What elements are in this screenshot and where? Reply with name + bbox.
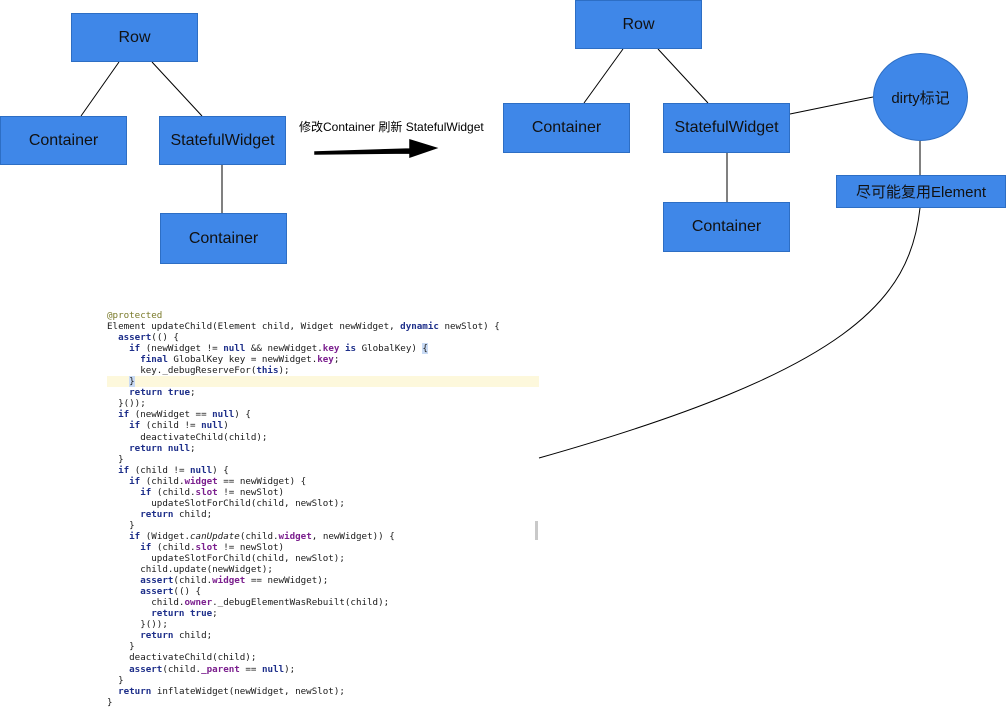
code-line: if (newWidget == null) {	[118, 409, 251, 421]
code-line: deactivateChild(child);	[107, 652, 257, 664]
right-child-container-node: Container	[663, 202, 790, 252]
code-line: assert(child.widget == newWidget);	[140, 575, 329, 587]
code-line: return true;	[151, 608, 218, 620]
dirty-mark-node: dirty标记	[873, 53, 968, 141]
edge-row-stateful-left	[151, 61, 203, 117]
edge-row-stateful-right	[657, 48, 709, 104]
code-line: assert(() {	[118, 332, 179, 344]
code-line: if (child.widget == newWidget) {	[129, 475, 307, 487]
code-line: }	[107, 696, 113, 708]
code-line: updateSlotForChild(child, newSlot);	[107, 497, 345, 509]
code-line: if (Widget.canUpdate(child.widget, newWi…	[129, 530, 395, 542]
code-line: assert(() {	[140, 586, 202, 598]
code-line: updateSlotForChild(child, newSlot);	[107, 553, 345, 565]
code-line: return child;	[140, 508, 213, 520]
code-line: if (child != null) {	[118, 464, 229, 476]
code-line: }	[107, 519, 135, 531]
code-line: child.update(newWidget);	[107, 564, 273, 576]
edge-dirty-stateful	[789, 96, 874, 115]
code-line: return inflateWidget(newWidget, newSlot)…	[118, 685, 345, 697]
left-child-container-node: Container	[160, 213, 287, 264]
transform-label: 修改Container 刷新 StatefulWidget	[299, 120, 484, 134]
code-line: }());	[107, 619, 168, 631]
code-line: key._debugReserveFor(this);	[107, 365, 290, 377]
code-line: return null;	[129, 442, 196, 454]
right-row-node: Row	[575, 0, 702, 49]
right-container-node: Container	[503, 103, 630, 153]
code-line: if (newWidget != null && newWidget.key i…	[129, 343, 428, 355]
code-line: }	[107, 641, 135, 653]
edge-reuse-to-code	[538, 207, 921, 459]
transform-arrow	[314, 138, 439, 159]
code-line: if (child != null)	[129, 420, 229, 432]
reuse-element-node: 尽可能复用Element	[836, 175, 1006, 208]
code-line: }	[107, 674, 124, 686]
code-line: deactivateChild(child);	[107, 431, 268, 443]
edge-row-container-right	[583, 48, 624, 104]
code-line: assert(child._parent == null);	[129, 663, 296, 675]
code-line: }	[107, 453, 124, 465]
code-line: if (child.slot != newSlot)	[140, 486, 285, 498]
code-line: return child;	[140, 630, 213, 642]
code-line: }	[107, 376, 539, 388]
left-row-node: Row	[71, 13, 198, 62]
left-container-node: Container	[0, 116, 127, 165]
code-line: final GlobalKey key = newWidget.key;	[140, 354, 340, 366]
code-line: @protected	[107, 310, 163, 321]
code-line: if (child.slot != newSlot)	[140, 541, 285, 553]
left-stateful-widget-node: StatefulWidget	[159, 116, 286, 165]
code-line: }());	[107, 398, 146, 410]
code-line: return true;	[129, 387, 196, 399]
edge-row-container-left	[80, 61, 120, 117]
code-line: Element updateChild(Element child, Widge…	[107, 321, 500, 333]
right-stateful-widget-node: StatefulWidget	[663, 103, 790, 153]
code-line: child.owner._debugElementWasRebuilt(chil…	[107, 597, 390, 609]
scrollbar-mark	[535, 521, 538, 540]
